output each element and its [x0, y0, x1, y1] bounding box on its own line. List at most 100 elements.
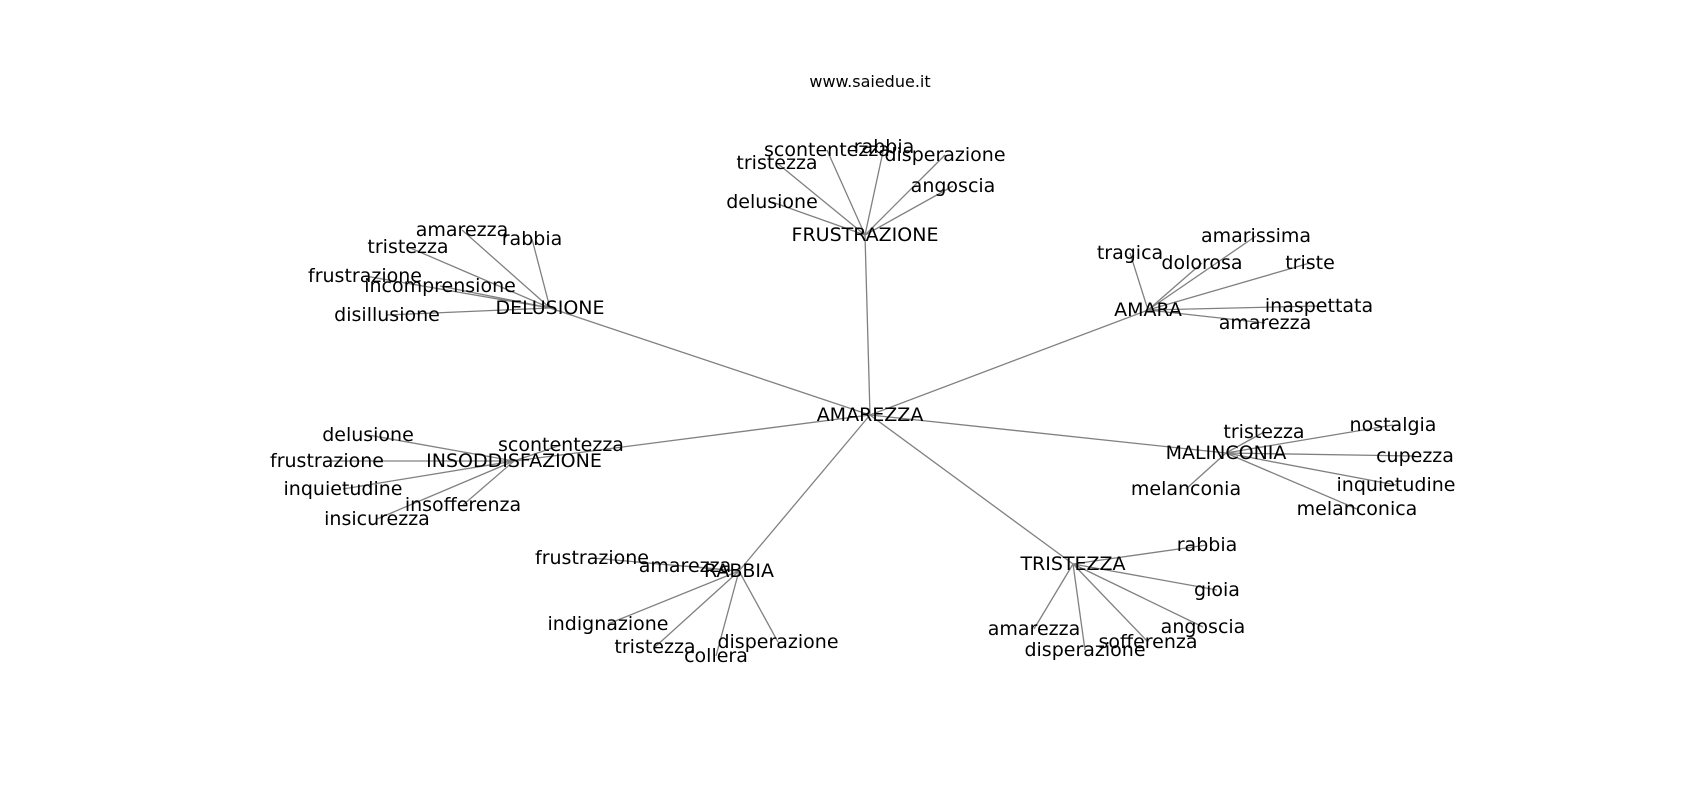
edge-amara-3 [1147, 262, 1311, 311]
edge-amara-2 [1147, 262, 1203, 311]
branch-node-delusione: DELUSIONE [495, 297, 604, 319]
leaf-node-tristezza-4: sofferenza [1098, 631, 1197, 653]
edge-malinconia-5 [1225, 452, 1358, 510]
edge-amara-4 [1147, 305, 1320, 311]
leaf-node-malinconia-4: melanconia [1131, 478, 1241, 500]
edge-tristezza-1 [1072, 563, 1218, 591]
edge-root-rabbia [738, 414, 871, 572]
edge-root-malinconia [869, 414, 1227, 454]
edge-rabbia-2 [607, 570, 740, 625]
edge-delusione-2 [407, 246, 551, 309]
edge-delusione-4 [439, 285, 551, 309]
edge-root-tristezza [869, 414, 1074, 565]
leaf-node-frustrazione-5: delusione [726, 191, 818, 213]
leaf-node-insoddisfazione-0: delusione [322, 424, 414, 446]
edge-malinconia-3 [1225, 452, 1397, 486]
leaf-node-tristezza-3: amarezza [988, 618, 1080, 640]
leaf-node-frustrazione-1: rabbia [854, 136, 915, 158]
edge-frustrazione-2 [864, 154, 946, 236]
edge-delusione-1 [531, 238, 551, 309]
edge-tristezza-0 [1072, 544, 1208, 565]
leaf-node-insoddisfazione-3: inquietudine [284, 478, 403, 500]
edge-insoddisfazione-1 [513, 444, 562, 462]
leaf-node-delusione-4: incomprensione [364, 275, 516, 297]
leaf-node-delusione-5: disillusione [334, 304, 440, 326]
edge-insoddisfazione-5 [376, 460, 515, 520]
leaf-node-amara-2: dolorosa [1161, 252, 1242, 274]
edge-rabbia-1 [684, 565, 740, 572]
leaf-node-amara-0: amarissima [1201, 225, 1311, 247]
branch-node-frustrazione: FRUSTRAZIONE [792, 224, 939, 246]
leaf-node-insoddisfazione-2: frustrazione [270, 450, 384, 472]
leaf-node-malinconia-3: inquietudine [1337, 474, 1456, 496]
graph-edges [327, 146, 1416, 657]
branch-node-tristezza: TRISTEZZA [1019, 553, 1125, 575]
leaf-node-tristezza-5: disperazione [1024, 639, 1145, 661]
leaf-node-frustrazione-2: disperazione [884, 144, 1005, 166]
edge-tristezza-4 [1072, 563, 1149, 643]
leaf-node-malinconia-1: nostalgia [1350, 414, 1437, 436]
leaf-node-rabbia-5: collera [684, 645, 748, 667]
edge-delusione-0 [461, 229, 551, 309]
edge-frustrazione-4 [864, 185, 954, 236]
leaf-node-amara-1: tragica [1097, 242, 1163, 264]
edge-insoddisfazione-3 [342, 460, 515, 490]
edge-frustrazione-3 [776, 162, 866, 236]
leaf-node-insoddisfazione-5: insicurezza [324, 508, 430, 530]
edge-insoddisfazione-0 [367, 434, 515, 462]
edge-rabbia-4 [738, 570, 779, 643]
leaf-node-delusione-0: amarezza [416, 219, 508, 241]
edge-tristezza-5 [1072, 563, 1086, 651]
edge-root-insoddisfazione [513, 414, 871, 462]
leaf-node-tristezza-2: angoscia [1161, 616, 1246, 638]
leaf-node-amara-3: triste [1285, 252, 1335, 274]
leaf-node-frustrazione-4: angoscia [911, 175, 996, 197]
leaf-node-insoddisfazione-1: scontentezza [498, 434, 624, 456]
edge-rabbia-5 [715, 570, 740, 657]
edge-root-amara [869, 309, 1149, 416]
leaf-node-malinconia-0: tristezza [1223, 421, 1304, 443]
edge-delusione-5 [386, 307, 551, 316]
graph-labels: AMAREZZAFRUSTRAZIONEscontentezzarabbiadi… [270, 136, 1455, 667]
edge-root-delusione [549, 307, 871, 416]
edge-root-frustrazione [864, 234, 871, 416]
leaf-node-amara-4: inaspettata [1265, 295, 1373, 317]
leaf-node-delusione-1: rabbia [502, 228, 563, 250]
leaf-node-rabbia-3: tristezza [614, 636, 695, 658]
edge-amara-0 [1147, 235, 1257, 311]
edge-malinconia-1 [1225, 424, 1394, 454]
edge-insoddisfazione-4 [462, 460, 515, 506]
leaf-node-rabbia-4: disperazione [717, 631, 838, 653]
leaf-node-delusione-3: frustrazione [308, 265, 422, 287]
leaf-node-malinconia-2: cupezza [1376, 445, 1454, 467]
leaf-node-malinconia-5: melanconica [1297, 498, 1418, 520]
edge-delusione-3 [364, 275, 551, 309]
edge-tristezza-2 [1072, 563, 1204, 628]
site-title: www.saiedue.it [809, 72, 930, 91]
branch-node-rabbia: RABBIA [704, 560, 774, 582]
leaf-node-tristezza-0: rabbia [1177, 534, 1238, 556]
leaf-node-frustrazione-3: tristezza [736, 152, 817, 174]
branch-node-insoddisfazione: INSODDISFAZIONE [426, 450, 602, 472]
branch-node-amara: AMARA [1114, 299, 1182, 321]
edge-malinconia-4 [1185, 452, 1227, 490]
edge-frustrazione-0 [826, 149, 866, 236]
leaf-node-tristezza-1: gioia [1194, 579, 1240, 601]
leaf-node-insoddisfazione-4: insofferenza [405, 494, 521, 516]
leaf-node-amara-5: amarezza [1219, 312, 1311, 334]
root-node-label: AMAREZZA [817, 404, 924, 426]
leaf-node-delusione-2: tristezza [367, 236, 448, 258]
edge-malinconia-0 [1225, 431, 1265, 454]
edge-malinconia-2 [1225, 452, 1416, 457]
edge-amara-1 [1129, 252, 1149, 311]
edge-amara-5 [1147, 309, 1266, 324]
leaf-node-rabbia-1: amarezza [639, 555, 731, 577]
edge-frustrazione-1 [864, 146, 885, 236]
edge-frustrazione-5 [771, 201, 866, 236]
branch-node-malinconia: MALINCONIA [1166, 442, 1287, 464]
leaf-node-rabbia-2: indignazione [547, 613, 668, 635]
edge-tristezza-3 [1033, 563, 1074, 630]
leaf-node-frustrazione-0: scontentezza [764, 139, 890, 161]
leaf-node-rabbia-0: frustrazione [535, 547, 649, 569]
